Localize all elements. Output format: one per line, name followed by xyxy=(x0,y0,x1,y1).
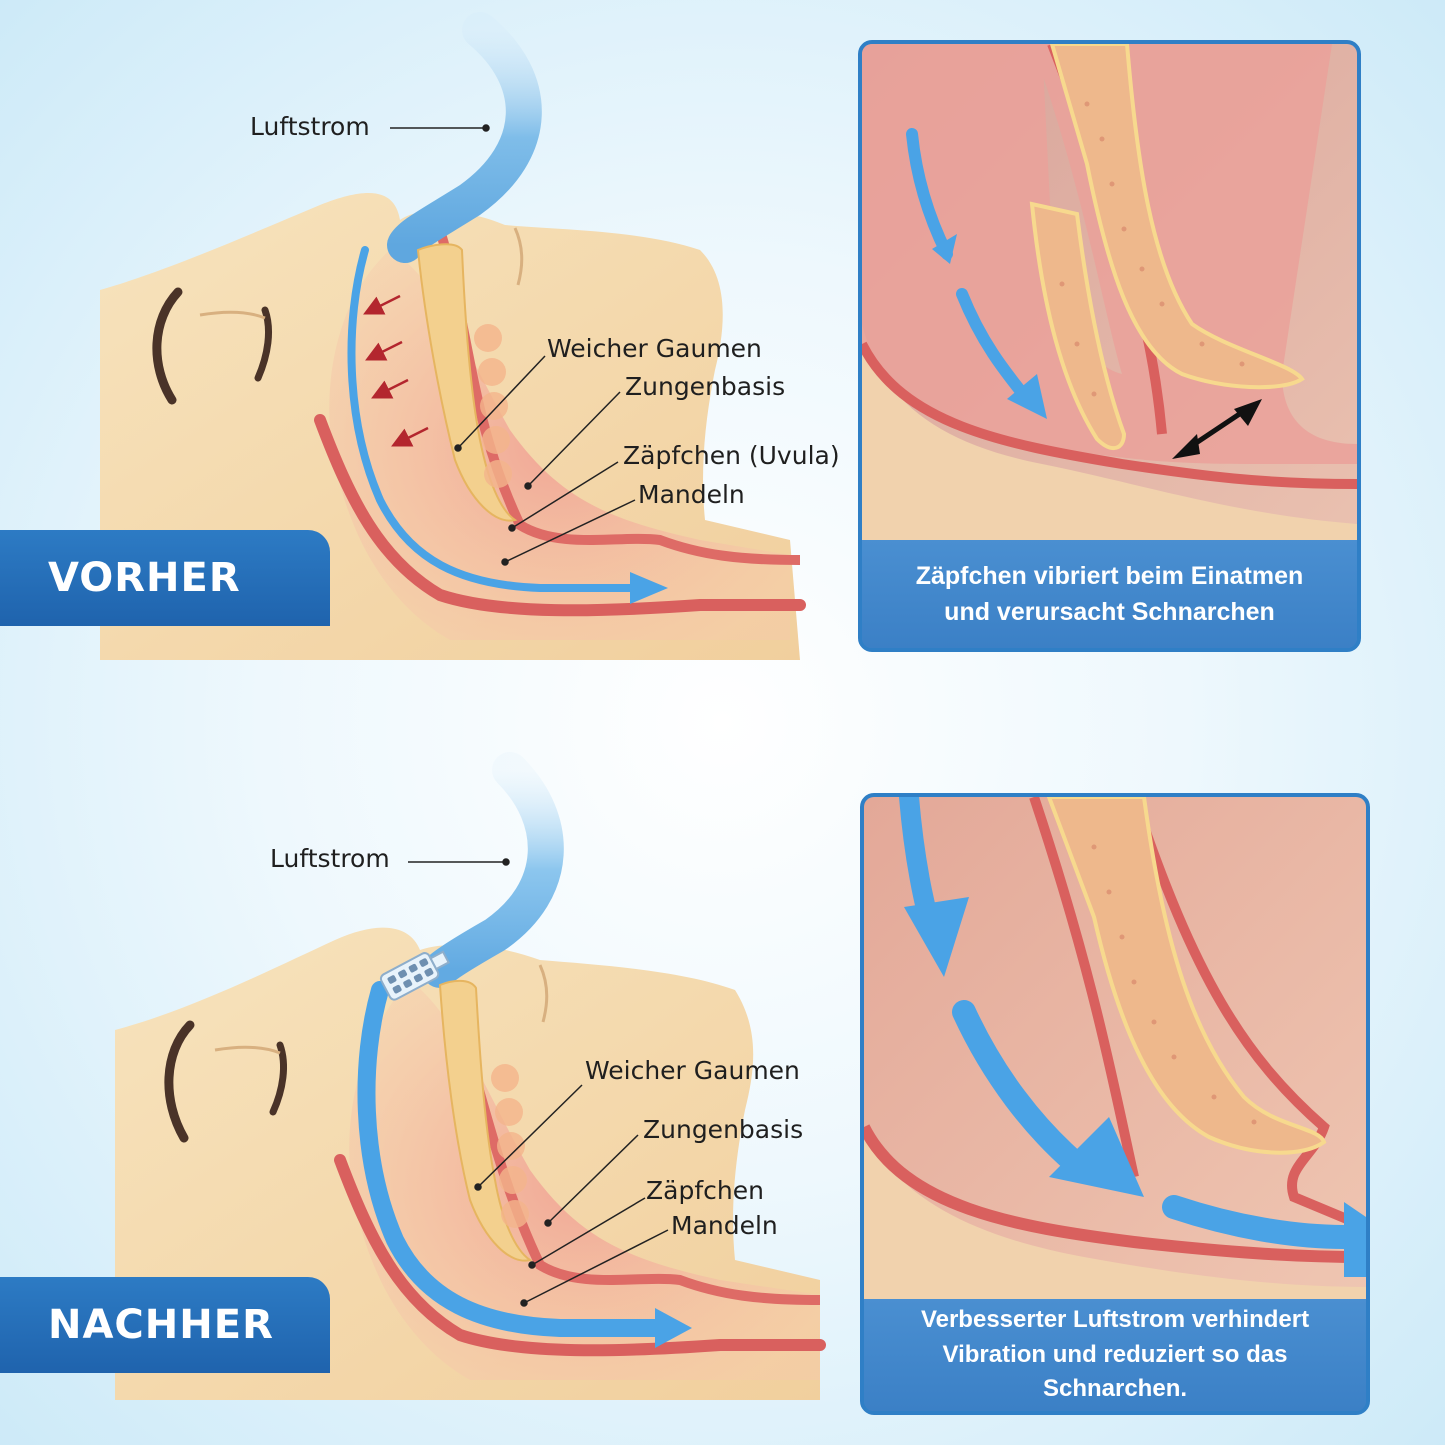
before-badge: VORHER xyxy=(0,530,330,626)
label-tonsils: Mandeln xyxy=(671,1211,778,1240)
airway-airflow xyxy=(347,246,644,592)
after-badge: NACHHER xyxy=(0,1277,330,1373)
label-leader-lines xyxy=(390,124,636,566)
eyebrow xyxy=(164,1020,195,1143)
nasal-strip-device xyxy=(379,950,450,1001)
before-closeup-illustration xyxy=(862,44,1357,544)
flow-arrowhead-1 xyxy=(932,234,957,264)
before-caption-line1: Zäpfchen vibriert beim Einatmen xyxy=(915,561,1304,590)
nose-line xyxy=(513,227,524,286)
eyebrow xyxy=(152,287,183,405)
double-arrow-head-b xyxy=(1234,399,1262,426)
label-airflow: Luftstrom xyxy=(250,112,370,141)
label-uvula: Zäpfchen (Uvula) xyxy=(623,441,840,470)
label-leader-lines xyxy=(408,858,669,1307)
before-section: Luftstrom Weicher Gaumen Zungenbasis Zäp… xyxy=(0,0,1445,690)
flow-arrowhead-2 xyxy=(1049,1117,1144,1197)
after-caption-line3: Schnarchen. xyxy=(1042,1375,1188,1403)
label-tongue-base: Zungenbasis xyxy=(643,1115,804,1144)
airflow-tube xyxy=(387,12,542,263)
after-caption: Verbesserter Luftstrom verhindert Vibrat… xyxy=(864,1299,1366,1411)
tongue-wall xyxy=(1129,797,1366,1232)
after-caption-line2: Vibration und reduziert so das xyxy=(942,1340,1288,1368)
palate-wall xyxy=(1029,797,1139,1179)
soft-palate-structure xyxy=(438,979,533,1262)
vertebrae xyxy=(491,1064,529,1228)
closed-eye xyxy=(254,306,273,382)
airflow-arrowhead xyxy=(655,1308,692,1348)
flow-arrowhead-2 xyxy=(1007,374,1047,419)
after-closeup-panel: Verbesserter Luftstrom verhindert Vibrat… xyxy=(860,793,1370,1415)
airflow-arrowhead xyxy=(630,572,668,604)
flow-arrowhead-1 xyxy=(904,897,969,977)
vibration-arrows xyxy=(363,294,429,447)
vertebrae xyxy=(474,324,512,488)
closed-eye xyxy=(269,1041,288,1116)
soft-palate-closeup xyxy=(1049,44,1305,390)
before-closeup-panel: Zäpfchen vibriert beim Einatmen und veru… xyxy=(858,40,1361,652)
airway-wall xyxy=(864,1124,1366,1263)
uvula-closeup xyxy=(1029,201,1127,450)
flow-arrow-3 xyxy=(1162,1195,1356,1249)
nose-line xyxy=(538,964,549,1023)
after-caption-line1: Verbesserter Luftstrom verhindert xyxy=(920,1305,1310,1333)
flow-arrowhead-3 xyxy=(1344,1202,1366,1277)
before-caption-line2: und verursacht Schnarchen xyxy=(944,598,1275,626)
label-airflow: Luftstrom xyxy=(270,844,390,873)
before-badge-text: VORHER xyxy=(48,555,241,601)
label-soft-palate: Weicher Gaumen xyxy=(585,1056,800,1085)
airway-airflow xyxy=(357,981,669,1337)
chin-skin xyxy=(864,1127,1366,1307)
flow-arrow-2 xyxy=(952,1000,1086,1174)
eyelid xyxy=(214,1045,281,1055)
airway-wall xyxy=(862,341,1357,489)
label-uvula: Zäpfchen xyxy=(646,1176,764,1205)
eyelid xyxy=(199,310,266,320)
after-section: Luftstrom Weicher Gaumen Zungenbasis Zäp… xyxy=(0,740,1445,1445)
soft-palate-structure xyxy=(416,243,518,522)
label-tongue-base: Zungenbasis xyxy=(625,372,786,401)
after-badge-text: NACHHER xyxy=(48,1302,274,1348)
pharynx-wall xyxy=(314,414,806,617)
before-caption: Zäpfchen vibriert beim Einatmen und veru… xyxy=(862,540,1357,648)
tissue-dots xyxy=(1091,844,1257,1125)
soft-palate-closeup xyxy=(1046,797,1327,1155)
pharynx-wall xyxy=(334,1154,826,1357)
chin-skin xyxy=(862,324,1357,544)
label-soft-palate: Weicher Gaumen xyxy=(547,334,762,363)
label-tonsils: Mandeln xyxy=(638,480,745,509)
after-closeup-illustration xyxy=(864,797,1366,1307)
tissue-dots xyxy=(1059,101,1245,397)
airflow-tube xyxy=(422,752,564,988)
double-arrow-head-a xyxy=(1172,434,1200,459)
